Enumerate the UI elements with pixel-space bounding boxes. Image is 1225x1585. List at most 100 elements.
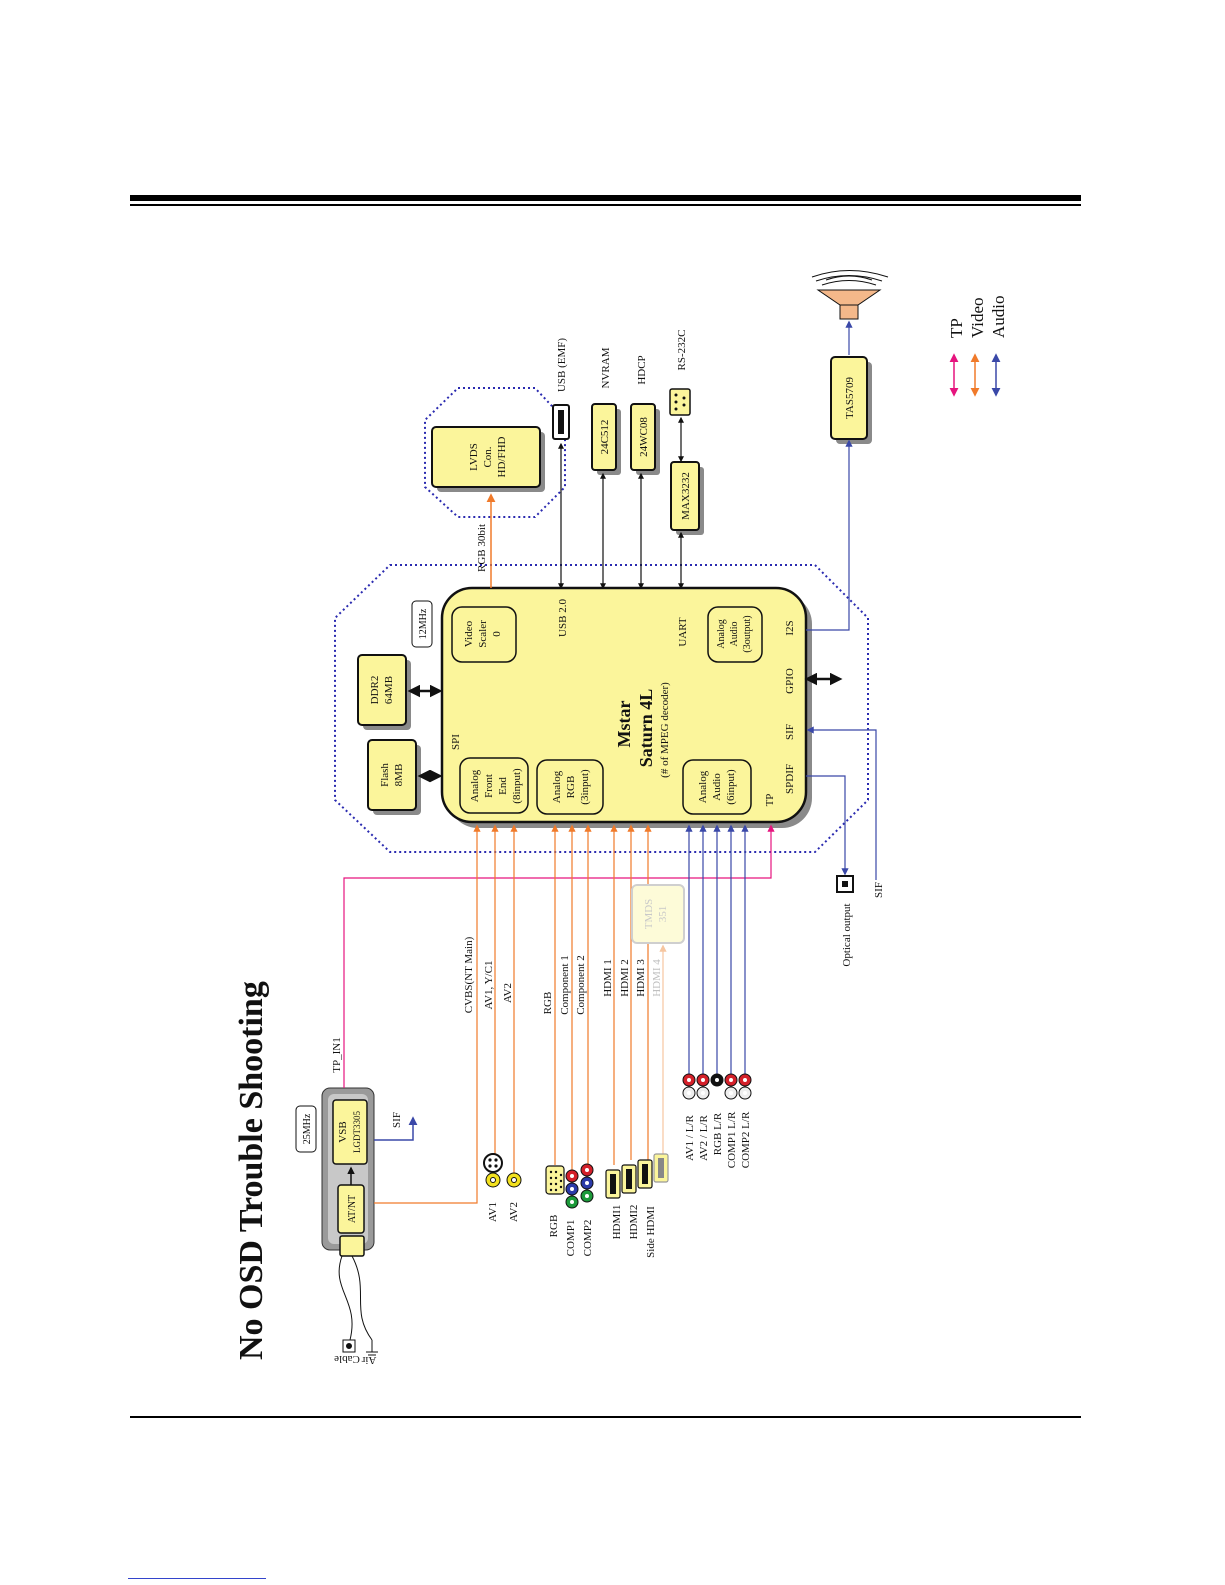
cvbs-link [374,824,481,1204]
cable-label: Cable [334,1353,360,1365]
legend-tp: TP [947,318,966,338]
svg-text:0: 0 [491,631,503,637]
svg-text:Analog: Analog [716,619,727,648]
rf-connector [339,1235,365,1257]
video-input-lines [491,824,652,1175]
clock-12mhz-label: 12MHz [418,608,429,639]
audio-input-lines [685,824,749,1075]
page-title: No OSD Trouble Shooting [233,981,270,1360]
rs232-label: RS-232C [676,330,688,371]
hdcp-part: 24WC08 [638,417,650,457]
lvds-label: LVDS Con. HD/FHD [468,436,508,477]
comp1-rca-icons [565,1169,579,1209]
spdif-port-label: SPDIF [784,764,796,794]
signal-cvbs: CVBS(NT Main) [463,936,475,1013]
tmds-part: 351 [657,906,669,923]
hdmi-connector-icons [605,1153,669,1199]
tp-in-label: TP_IN1 [331,1037,343,1072]
av1-svideo-icon [483,1153,503,1173]
footer-link-line [128,1578,266,1579]
lvds-connector [431,426,541,488]
antenna-icon [338,1255,378,1356]
audio-comp1: COMP1 L/R [726,1111,738,1168]
svg-text:HD/FHD: HD/FHD [496,436,508,477]
signal-component1: Component 1 [559,955,571,1015]
amp-part: TAS5709 [844,377,856,419]
nvram-chip [591,403,617,471]
footer-rule [130,1416,1081,1418]
audio-rgb: RGB L/R [712,1112,724,1155]
tmds-chip [631,884,685,944]
svg-text:LVDS: LVDS [468,443,480,471]
atnt-label: AT/NT [347,1195,358,1223]
legend-audio: Audio [989,296,1008,339]
optical-label: Optical output [841,903,853,966]
conn-comp1: COMP1 [565,1220,577,1257]
amp-chip [830,356,868,440]
i2s-link [806,439,853,631]
audio-av1: AV1 / L/R [684,1115,696,1161]
i2s-port-label: I2S [784,620,796,635]
svg-text:(6input): (6input) [725,769,737,805]
max3232-chip [670,461,700,531]
spi-port-label: SPI [450,734,462,750]
clock-12mhz-box [411,600,433,648]
svg-text:Front: Front [483,774,495,798]
clock-25mhz-box [295,1105,317,1153]
svg-text:RGB: RGB [565,776,577,799]
rgb-dsub-icon [545,1165,565,1195]
analog-audio-in-label: Analog Audio (6input) [697,769,737,805]
signal-hdmi4: HDMI 4 [651,959,663,997]
tuner-sif-link [374,1116,418,1141]
soc-frame [334,564,869,853]
svg-text:(8input): (8input) [511,768,523,804]
analog-audio-in-block [682,759,752,815]
analog-rgb-block [536,759,604,815]
svg-text:Audio: Audio [729,622,740,647]
signal-hdmi1: HDMI 1 [602,959,614,997]
conn-hdmi2: HDMI2 [628,1205,640,1240]
audio-comp2: COMP2 L/R [740,1111,752,1168]
analog-front-end-label: Analog Front End (8input) [469,768,523,804]
usb-port-label: USB 2.0 [557,599,569,637]
av2-rca-icon [506,1172,522,1188]
sif-port-label: SIF [784,724,796,740]
signal-component2: Component 2 [575,955,587,1015]
audio-av2: AV2 / L/R [698,1115,710,1161]
flash-size: 8MB [393,764,405,787]
gpio-port-label: GPIO [784,668,796,694]
signal-hdmi3: HDMI 3 [635,959,647,997]
video-scaler-label: Video Scaler 0 [463,620,503,648]
analog-audio-out-label: Analog Audio (3output) [716,615,753,652]
lvds-frame [424,387,566,518]
flash-chip [367,739,417,811]
conn-av1: AV1 [487,1202,499,1222]
air-label: Air [361,1354,376,1366]
header-rule [130,195,1081,201]
speaker-icon [811,270,889,320]
signal-av1: AV1, Y/C1 [483,961,495,1010]
svg-text:Analog: Analog [469,769,481,802]
vsb-part: LGDT3305 [352,1111,362,1153]
svg-text:Audio: Audio [711,773,723,801]
soc-note: (# of MPEG decoder) [659,682,671,778]
analog-rgb-label: Analog RGB (3input) [551,769,591,805]
signal-av2: AV2 [502,983,514,1003]
hdcp-chip [630,403,656,471]
rgb-30bit-label: RGB 30bit [476,524,488,572]
svg-text:(3input): (3input) [579,769,591,805]
tp-port-label: TP [764,794,776,807]
legend-video: Video [968,297,987,338]
rs232-pins [674,393,686,411]
tuner-sif-label: SIF [391,1112,403,1128]
svg-text:End: End [497,777,509,795]
svg-text:Analog: Analog [697,770,709,803]
svg-text:(3output): (3output) [742,615,753,652]
analog-audio-out-block [707,606,763,663]
header-rule-thin [130,204,1081,206]
svg-text:Con.: Con. [482,446,494,467]
hdcp-label: HDCP [636,355,648,384]
ddr2-name: DDR2 [369,676,381,705]
vsb-label: VSB [337,1121,349,1142]
signal-hdmi2: HDMI 2 [619,959,631,997]
